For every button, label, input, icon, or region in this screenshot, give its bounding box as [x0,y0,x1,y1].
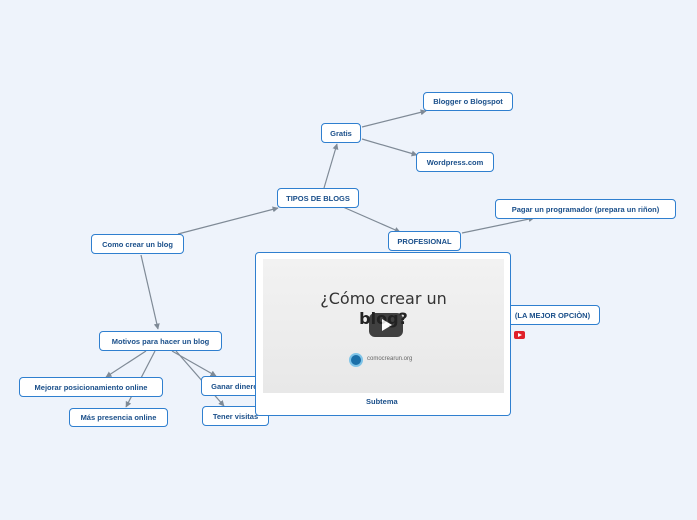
video-title-line1: ¿Cómo crear un [320,289,447,308]
node-blogger-o-blogspot[interactable]: Blogger o Blogspot [423,92,513,111]
node-mejorar-posicionamiento-online[interactable]: Mejorar posicionamiento online [19,377,163,397]
node-pagar-un-programador[interactable]: Pagar un programador (prepara un riñon) [495,199,676,219]
node-ganar-dinero[interactable]: Ganar dinero [201,376,268,396]
site-logo-text: comocrearun.org [367,356,413,362]
video-embed-card[interactable]: ¿Cómo crear un blog? comocrearun.org Sub… [255,252,511,416]
edge-gratis-blogger [361,109,427,128]
edge-gratis-wordpress [361,138,418,157]
edge-profesional-programador [461,216,535,234]
subtopic-label[interactable]: Subtema [366,397,398,406]
edge-root-tipos [177,206,279,235]
edge-motivos-visitas [175,350,225,407]
play-icon[interactable] [369,313,403,337]
node-tener-visitas[interactable]: Tener visitas [202,406,269,426]
node-mas-presencia-online[interactable]: Más presencia online [69,408,168,427]
node-gratis[interactable]: Gratis [321,123,361,143]
edge-tipos-gratis [323,143,339,189]
node-wordpress-com[interactable]: Wordpress.com [416,152,494,172]
site-logo-icon [349,353,363,367]
node-profesional[interactable]: PROFESIONAL [388,231,461,251]
edge-root-motivos [140,254,160,330]
node-la-mejor-opcion[interactable]: (LA MEJOR OPCIÒN) [505,305,600,325]
youtube-icon[interactable] [514,331,525,339]
node-como-crear-un-blog[interactable]: Como crear un blog [91,234,184,254]
node-motivos-para-hacer-un-blog[interactable]: Motivos para hacer un blog [99,331,222,351]
edge-tipos-profesional [342,206,401,233]
video-thumbnail[interactable]: ¿Cómo crear un blog? comocrearun.org [263,259,504,393]
edge-motivos-posicionamiento [105,350,147,378]
node-tipos-de-blogs[interactable]: TIPOS DE BLOGS [277,188,359,208]
